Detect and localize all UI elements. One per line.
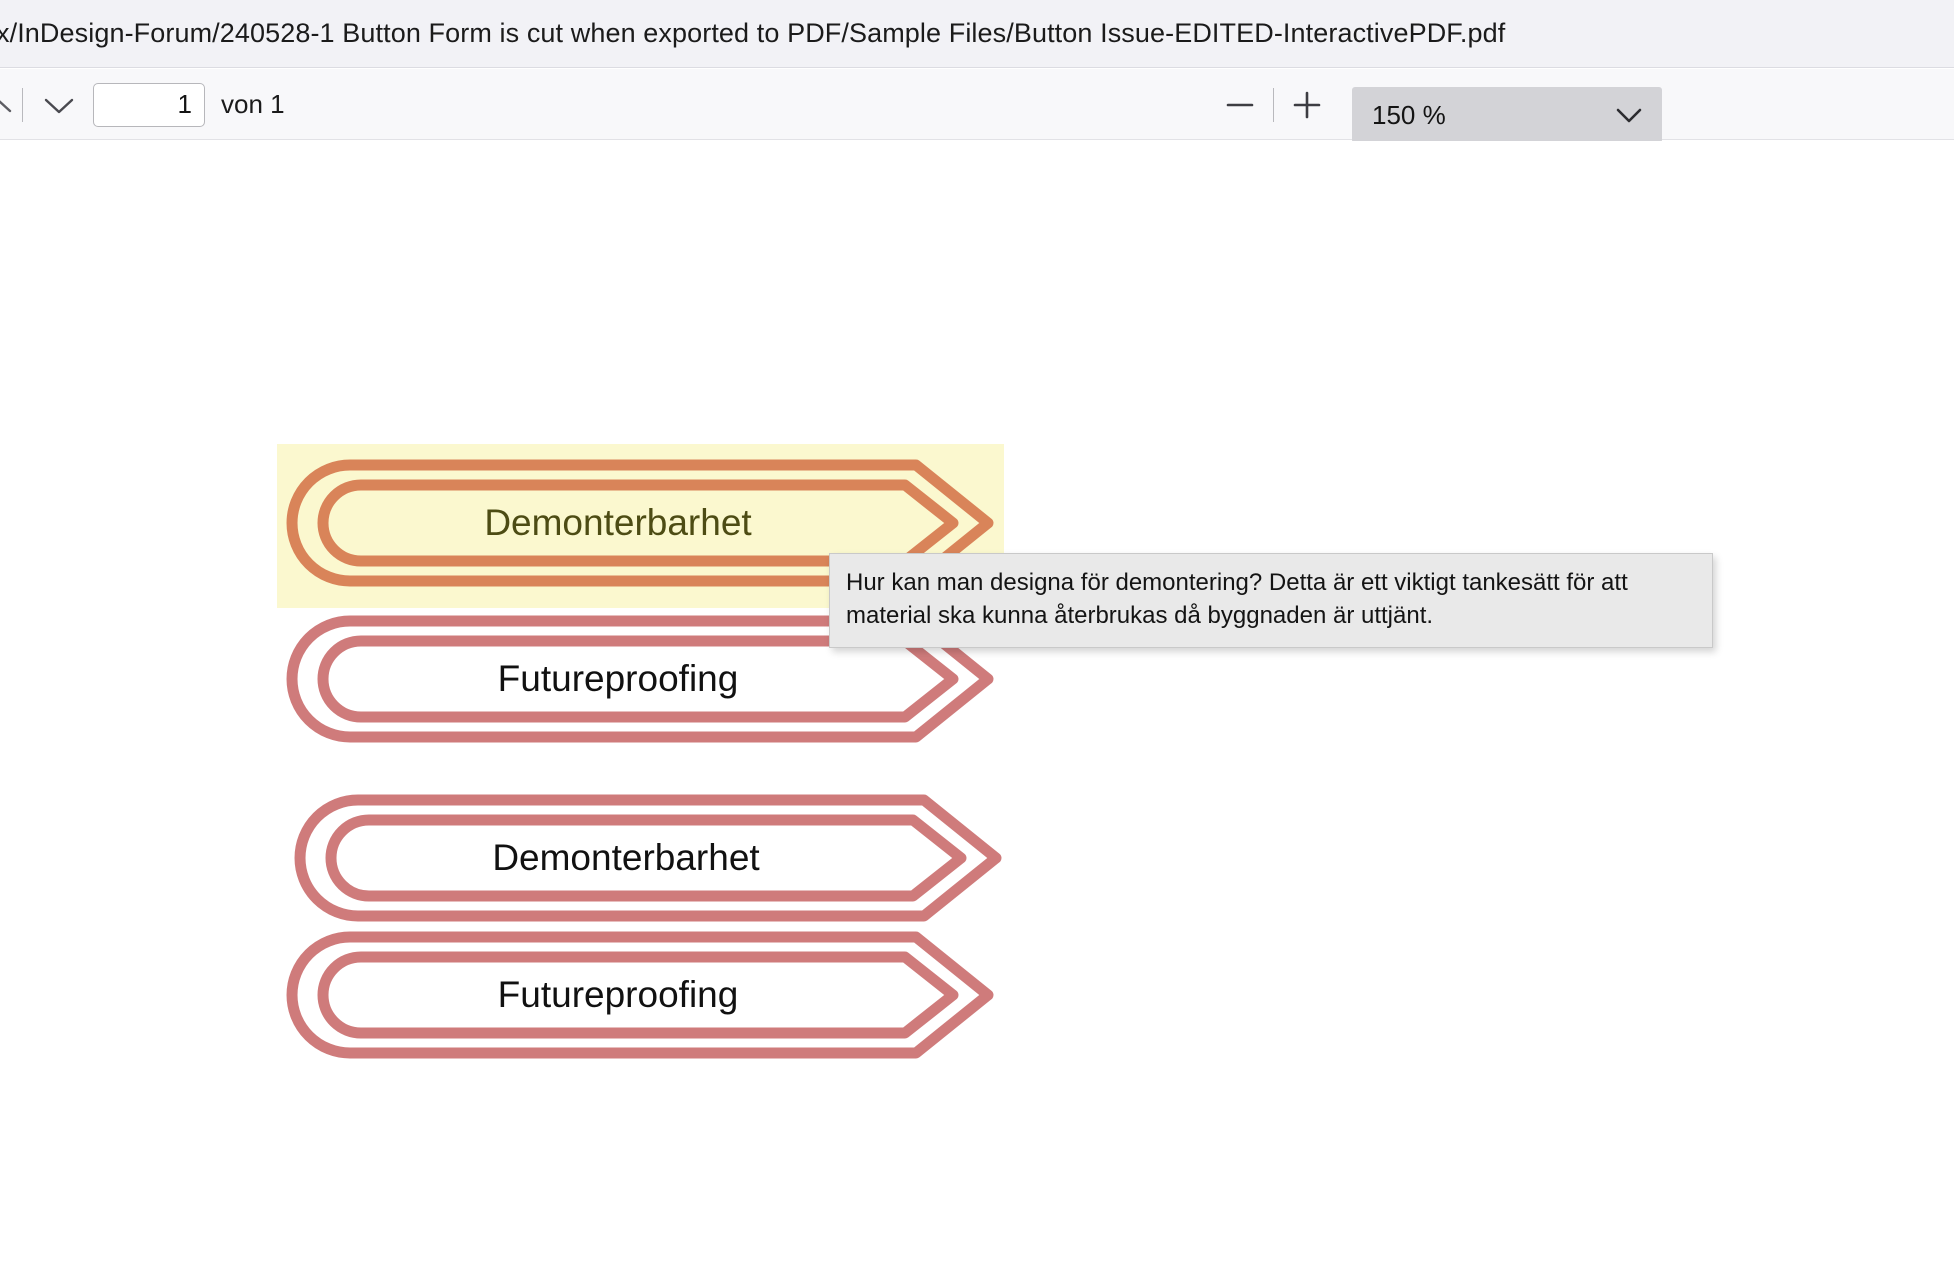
page-navigation-group: 1 von 1 xyxy=(0,69,285,140)
zoom-out-button[interactable] xyxy=(1217,82,1263,128)
arrow-shape-outer xyxy=(286,459,994,587)
plus-icon xyxy=(1293,91,1321,118)
pdf-form-button[interactable]: Futureproofing xyxy=(286,931,998,1059)
chevron-down-icon xyxy=(1616,108,1642,123)
button-tooltip: Hur kan man designa för demontering? Det… xyxy=(829,553,1713,649)
zoom-in-button[interactable] xyxy=(1284,82,1330,128)
toolbar-divider xyxy=(22,87,23,122)
zoom-level-select[interactable]: 150 % xyxy=(1352,87,1662,143)
zoom-level-value: 150 % xyxy=(1372,99,1446,130)
page-number-value: 1 xyxy=(177,89,192,119)
arrow-shape-outer xyxy=(286,931,994,1059)
window-title-bar: x/InDesign-Forum/240528-1 Button Form is… xyxy=(0,0,1954,68)
button-tooltip-text: Hur kan man designa för demontering? Det… xyxy=(846,569,1628,629)
page-number-input[interactable]: 1 xyxy=(93,82,205,127)
page-total-label: von 1 xyxy=(221,89,285,119)
zoom-divider xyxy=(1273,87,1274,122)
arrow-shape-outer xyxy=(294,794,1002,922)
chevron-down-icon xyxy=(44,98,74,113)
pdf-page-canvas: Demonterbarhet Futureproofing Demonterba… xyxy=(0,141,1954,1272)
pdf-form-button[interactable]: Demonterbarhet xyxy=(294,794,1006,922)
arrow-shape-outer xyxy=(286,615,994,743)
previous-page-button[interactable] xyxy=(0,87,12,123)
next-page-button[interactable] xyxy=(37,83,81,127)
document-path-title: x/InDesign-Forum/240528-1 Button Form is… xyxy=(0,18,1506,48)
zoom-controls-group xyxy=(1217,69,1330,140)
minus-icon xyxy=(1226,103,1254,106)
